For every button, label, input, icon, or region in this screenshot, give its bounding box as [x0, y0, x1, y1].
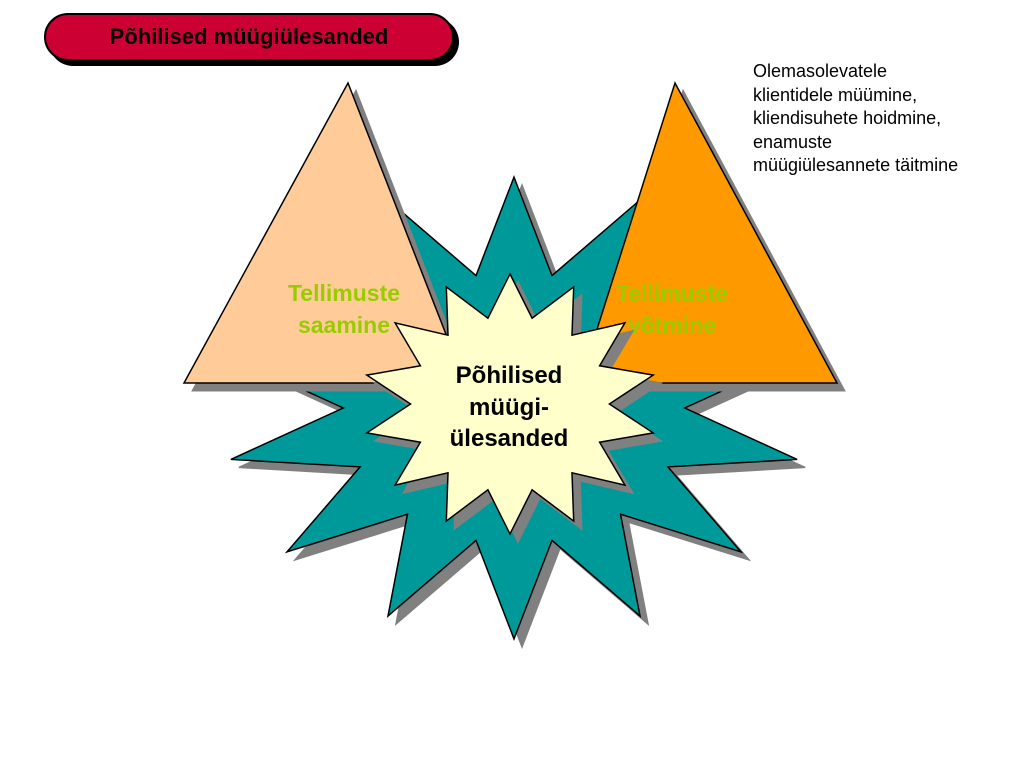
center-label-line3: ülesanded: [450, 425, 569, 452]
note-line: Olemasolevatele: [753, 61, 888, 81]
right-triangle-group: [578, 81, 846, 392]
note-line: klientidele müümine,: [753, 84, 918, 105]
left-triangle-label-line1: Tellimuste: [288, 280, 400, 306]
note-line: enamuste: [753, 131, 833, 152]
center-label-line1: Põhilised: [456, 362, 563, 389]
left-triangle-group: [182, 81, 474, 392]
note-line: kliendisuhete hoidmine,: [753, 108, 942, 128]
note-line: müügiülesannete täitmine: [753, 155, 959, 175]
description-note: Olemasolevatele klientidele müümine, kli…: [753, 60, 1023, 178]
right-triangle-label-line1: Tellimuste: [616, 280, 728, 306]
title-banner: Põhilised müügiülesanded: [44, 13, 454, 61]
center-label-line2: müügi-: [469, 394, 549, 421]
left-triangle-label-line2: saamine: [298, 312, 390, 338]
small-yellow-star: [364, 272, 656, 536]
right-triangle-label-line2: võtmine: [628, 312, 716, 338]
left-triangle: [182, 81, 467, 384]
right-triangle: [578, 81, 839, 384]
small-star-shape: [364, 272, 656, 536]
page-title: Põhilised müügiülesanded: [109, 24, 389, 49]
